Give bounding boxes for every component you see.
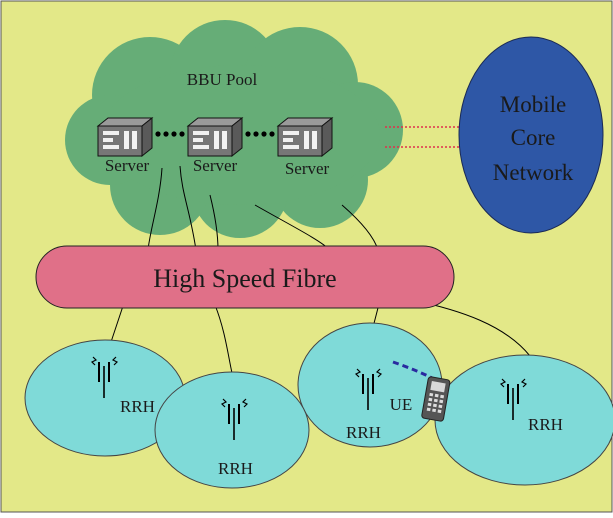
bbu-pool-label: BBU Pool [187, 70, 258, 89]
rrh-label: RRH [218, 459, 253, 478]
mobile-phone-icon [421, 376, 451, 422]
rrh-label: RRH [528, 415, 563, 434]
rrh-cell [434, 354, 613, 486]
rrh-label: RRH [346, 423, 381, 442]
rrh-label: RRH [120, 397, 155, 416]
server-label: Server [105, 156, 150, 175]
rrh-cell [154, 371, 310, 489]
server-icon [187, 117, 243, 157]
ue-label: UE [390, 395, 413, 414]
mobile-core-network [458, 36, 604, 234]
fibre-label: High Speed Fibre [153, 264, 336, 293]
high-speed-fibre [35, 245, 455, 309]
server-label: Server [193, 156, 238, 175]
server-chain-dots [155, 131, 275, 137]
server-label: Server [285, 159, 330, 178]
server-icon [277, 117, 333, 157]
core-label-line3: Network [493, 160, 574, 185]
core-label-line2: Core [511, 125, 556, 150]
core-label-line1: Mobile [500, 92, 566, 117]
ue-wireless-link [392, 360, 433, 380]
server-icon [97, 117, 153, 157]
